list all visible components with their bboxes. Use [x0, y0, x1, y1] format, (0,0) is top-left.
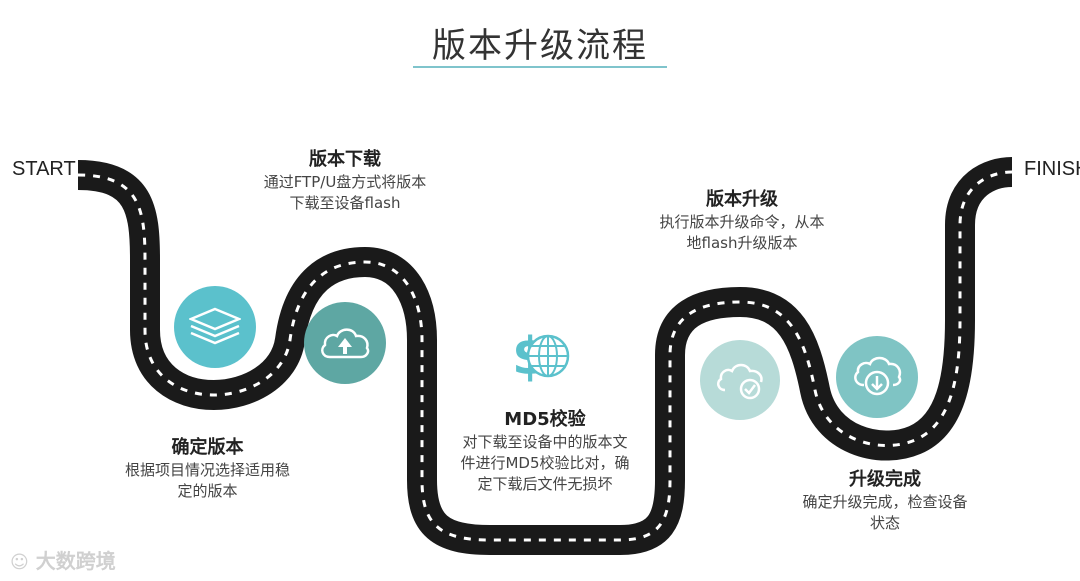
finish-label: FINISH — [1024, 158, 1080, 181]
stage-title: 版本下载 — [230, 148, 460, 172]
stage-desc-line: 根据项目情况选择适用稳 — [95, 460, 320, 481]
watermark-logo-icon: ☺ — [10, 552, 29, 573]
stage-desc-line: 地flash升级版本 — [628, 233, 856, 254]
stage-desc-line: 件进行MD5校验比对，确 — [430, 453, 660, 474]
start-label: START — [12, 158, 76, 181]
stage-title: MD5校验 — [430, 408, 660, 432]
stage-desc-line: 对下载至设备中的版本文 — [430, 432, 660, 453]
watermark: ☺ 大数跨境 — [10, 545, 116, 574]
stage-download: 版本下载 通过FTP/U盘方式将版本 下载至设备flash — [230, 148, 460, 214]
stage-desc-line: 状态 — [770, 513, 1000, 534]
stage-confirm-version: 确定版本 根据项目情况选择适用稳 定的版本 — [95, 436, 320, 502]
watermark-text: 大数跨境 — [36, 549, 116, 573]
stage-md5-check: MD5校验 对下载至设备中的版本文 件进行MD5校验比对，确 定下载后文件无损坏 — [430, 408, 660, 495]
stage-desc-line: 确定升级完成，检查设备 — [770, 492, 1000, 513]
stage-upgrade: 版本升级 执行版本升级命令，从本 地flash升级版本 — [628, 188, 856, 254]
stage-title: 升级完成 — [770, 468, 1000, 492]
layers-icon — [174, 286, 256, 368]
globe-dollar-icon: $ — [508, 322, 572, 386]
stage-desc-line: 执行版本升级命令，从本 — [628, 212, 856, 233]
cloud-upload-icon — [304, 302, 386, 384]
stage-complete: 升级完成 确定升级完成，检查设备 状态 — [770, 468, 1000, 534]
stage-title: 版本升级 — [628, 188, 856, 212]
stage-title: 确定版本 — [95, 436, 320, 460]
stage-desc-line: 定下载后文件无损坏 — [430, 474, 660, 495]
stage-desc-line: 通过FTP/U盘方式将版本 — [230, 172, 460, 193]
stage-desc-line: 定的版本 — [95, 481, 320, 502]
cloud-download-icon — [836, 336, 918, 418]
cloud-check-icon — [700, 340, 780, 420]
stage-desc-line: 下载至设备flash — [230, 193, 460, 214]
